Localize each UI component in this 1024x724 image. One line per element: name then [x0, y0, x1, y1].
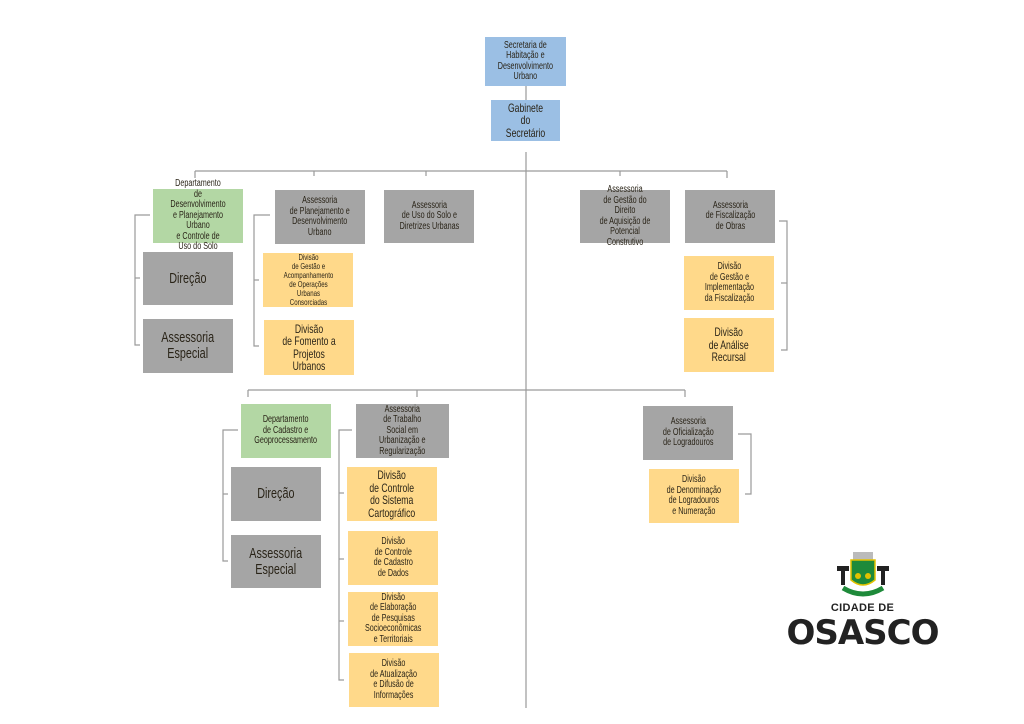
box-assessoria-gestao-direito: Assessoria de Gestão do Direito de Aquis…: [580, 184, 670, 247]
box-divisao-controle-sistema: Divisão de Controle do Sistema Cartográf…: [347, 467, 437, 521]
box-assessoria-oficializacao: Assessoria de Oficialização de Logradour…: [643, 406, 733, 460]
box-gabinete: Gabinete do Secretário: [491, 100, 560, 141]
box-secretaria: Secretaria de Habitação e Desenvolviment…: [485, 37, 566, 86]
box-label: Divisão de Denominação de Logradouros e …: [666, 474, 722, 517]
box-label: Divisão de Atualização e Difusão de Info…: [370, 658, 418, 701]
box-label: Assessoria Especial: [161, 329, 215, 362]
box-label: Direção: [257, 485, 295, 502]
box-label: Divisão de Fomento a Projetos Urbanos: [282, 321, 336, 373]
box-divisao-analise-recursal: Divisão de Análise Recursal: [684, 318, 774, 372]
osasco-logo: CIDADE DE OSASCO: [780, 550, 945, 660]
box-label: Assessoria de Uso do Solo e Diretrizes U…: [399, 199, 459, 232]
box-label: Divisão de Gestão e Acompanhamento de Op…: [283, 252, 333, 307]
box-assessoria-fiscalizacao: Assessoria de Fiscalização de Obras: [685, 190, 775, 243]
box-divisao-gestao-fiscalizacao: Divisão de Gestão e Implementação da Fis…: [684, 256, 774, 310]
box-assessoria-trabalho-social: Assessoria de Trabalho Social em Urbaniz…: [356, 404, 449, 458]
box-divisao-atualizacao: Divisão de Atualização e Difusão de Info…: [349, 653, 439, 707]
box-label: Gabinete do Secretário: [505, 100, 546, 140]
box-divisao-denominacao: Divisão de Denominação de Logradouros e …: [649, 469, 739, 523]
box-assessoria-especial-1: Assessoria Especial: [143, 319, 233, 373]
box-dept-desenvolvimento: Departamento de Desenvolvimento e Planej…: [153, 179, 243, 252]
box-divisao-gestao-operacoes: Divisão de Gestão e Acompanhamento de Op…: [263, 253, 353, 307]
box-label: Divisão de Análise Recursal: [709, 325, 749, 365]
box-assessoria-uso-solo: Assessoria de Uso do Solo e Diretrizes U…: [384, 190, 474, 243]
box-label: Assessoria de Oficialização de Logradour…: [662, 416, 714, 449]
box-label: Divisão de Gestão e Implementação da Fis…: [704, 261, 754, 304]
box-divisao-fomento: Divisão de Fomento a Projetos Urbanos: [264, 320, 354, 375]
box-label: Secretaria de Habitação e Desenvolviment…: [497, 39, 554, 82]
box-dept-cadastro: Departamento de Cadastro e Geoprocessame…: [241, 404, 331, 458]
logo-line-2: OSASCO: [786, 613, 939, 653]
box-label: Direção: [169, 269, 207, 287]
box-assessoria-planejamento: Assessoria de Planejamento e Desenvolvim…: [275, 190, 365, 244]
coat-of-arms-icon: [836, 552, 889, 597]
box-label: Divisão de Controle do Sistema Cartográf…: [368, 468, 416, 520]
box-label: Divisão de Controle de Cadastro de Dados: [373, 536, 413, 579]
box-assessoria-especial-2: Assessoria Especial: [231, 535, 321, 588]
logo-line-1: CIDADE DE: [830, 602, 895, 614]
box-divisao-controle-cadastro: Divisão de Controle de Cadastro de Dados: [348, 531, 438, 585]
box-label: Departamento de Cadastro e Geoprocessame…: [254, 414, 318, 447]
box-divisao-elaboracao: Divisão de Elaboração de Pesquisas Socio…: [348, 592, 438, 646]
box-label: Assessoria de Trabalho Social em Urbaniz…: [379, 403, 426, 457]
box-label: Departamento de Desenvolvimento e Planej…: [170, 178, 226, 253]
box-direcao-2: Direção: [231, 467, 321, 521]
box-label: Assessoria de Planejamento e Desenvolvim…: [289, 195, 351, 238]
box-label: Divisão de Elaboração de Pesquisas Socio…: [364, 591, 422, 645]
box-label: Assessoria de Gestão do Direito de Aquis…: [599, 184, 651, 248]
box-label: Assessoria de Fiscalização de Obras: [705, 199, 755, 232]
box-direcao-1: Direção: [143, 252, 233, 305]
box-label: Assessoria Especial: [249, 544, 303, 578]
